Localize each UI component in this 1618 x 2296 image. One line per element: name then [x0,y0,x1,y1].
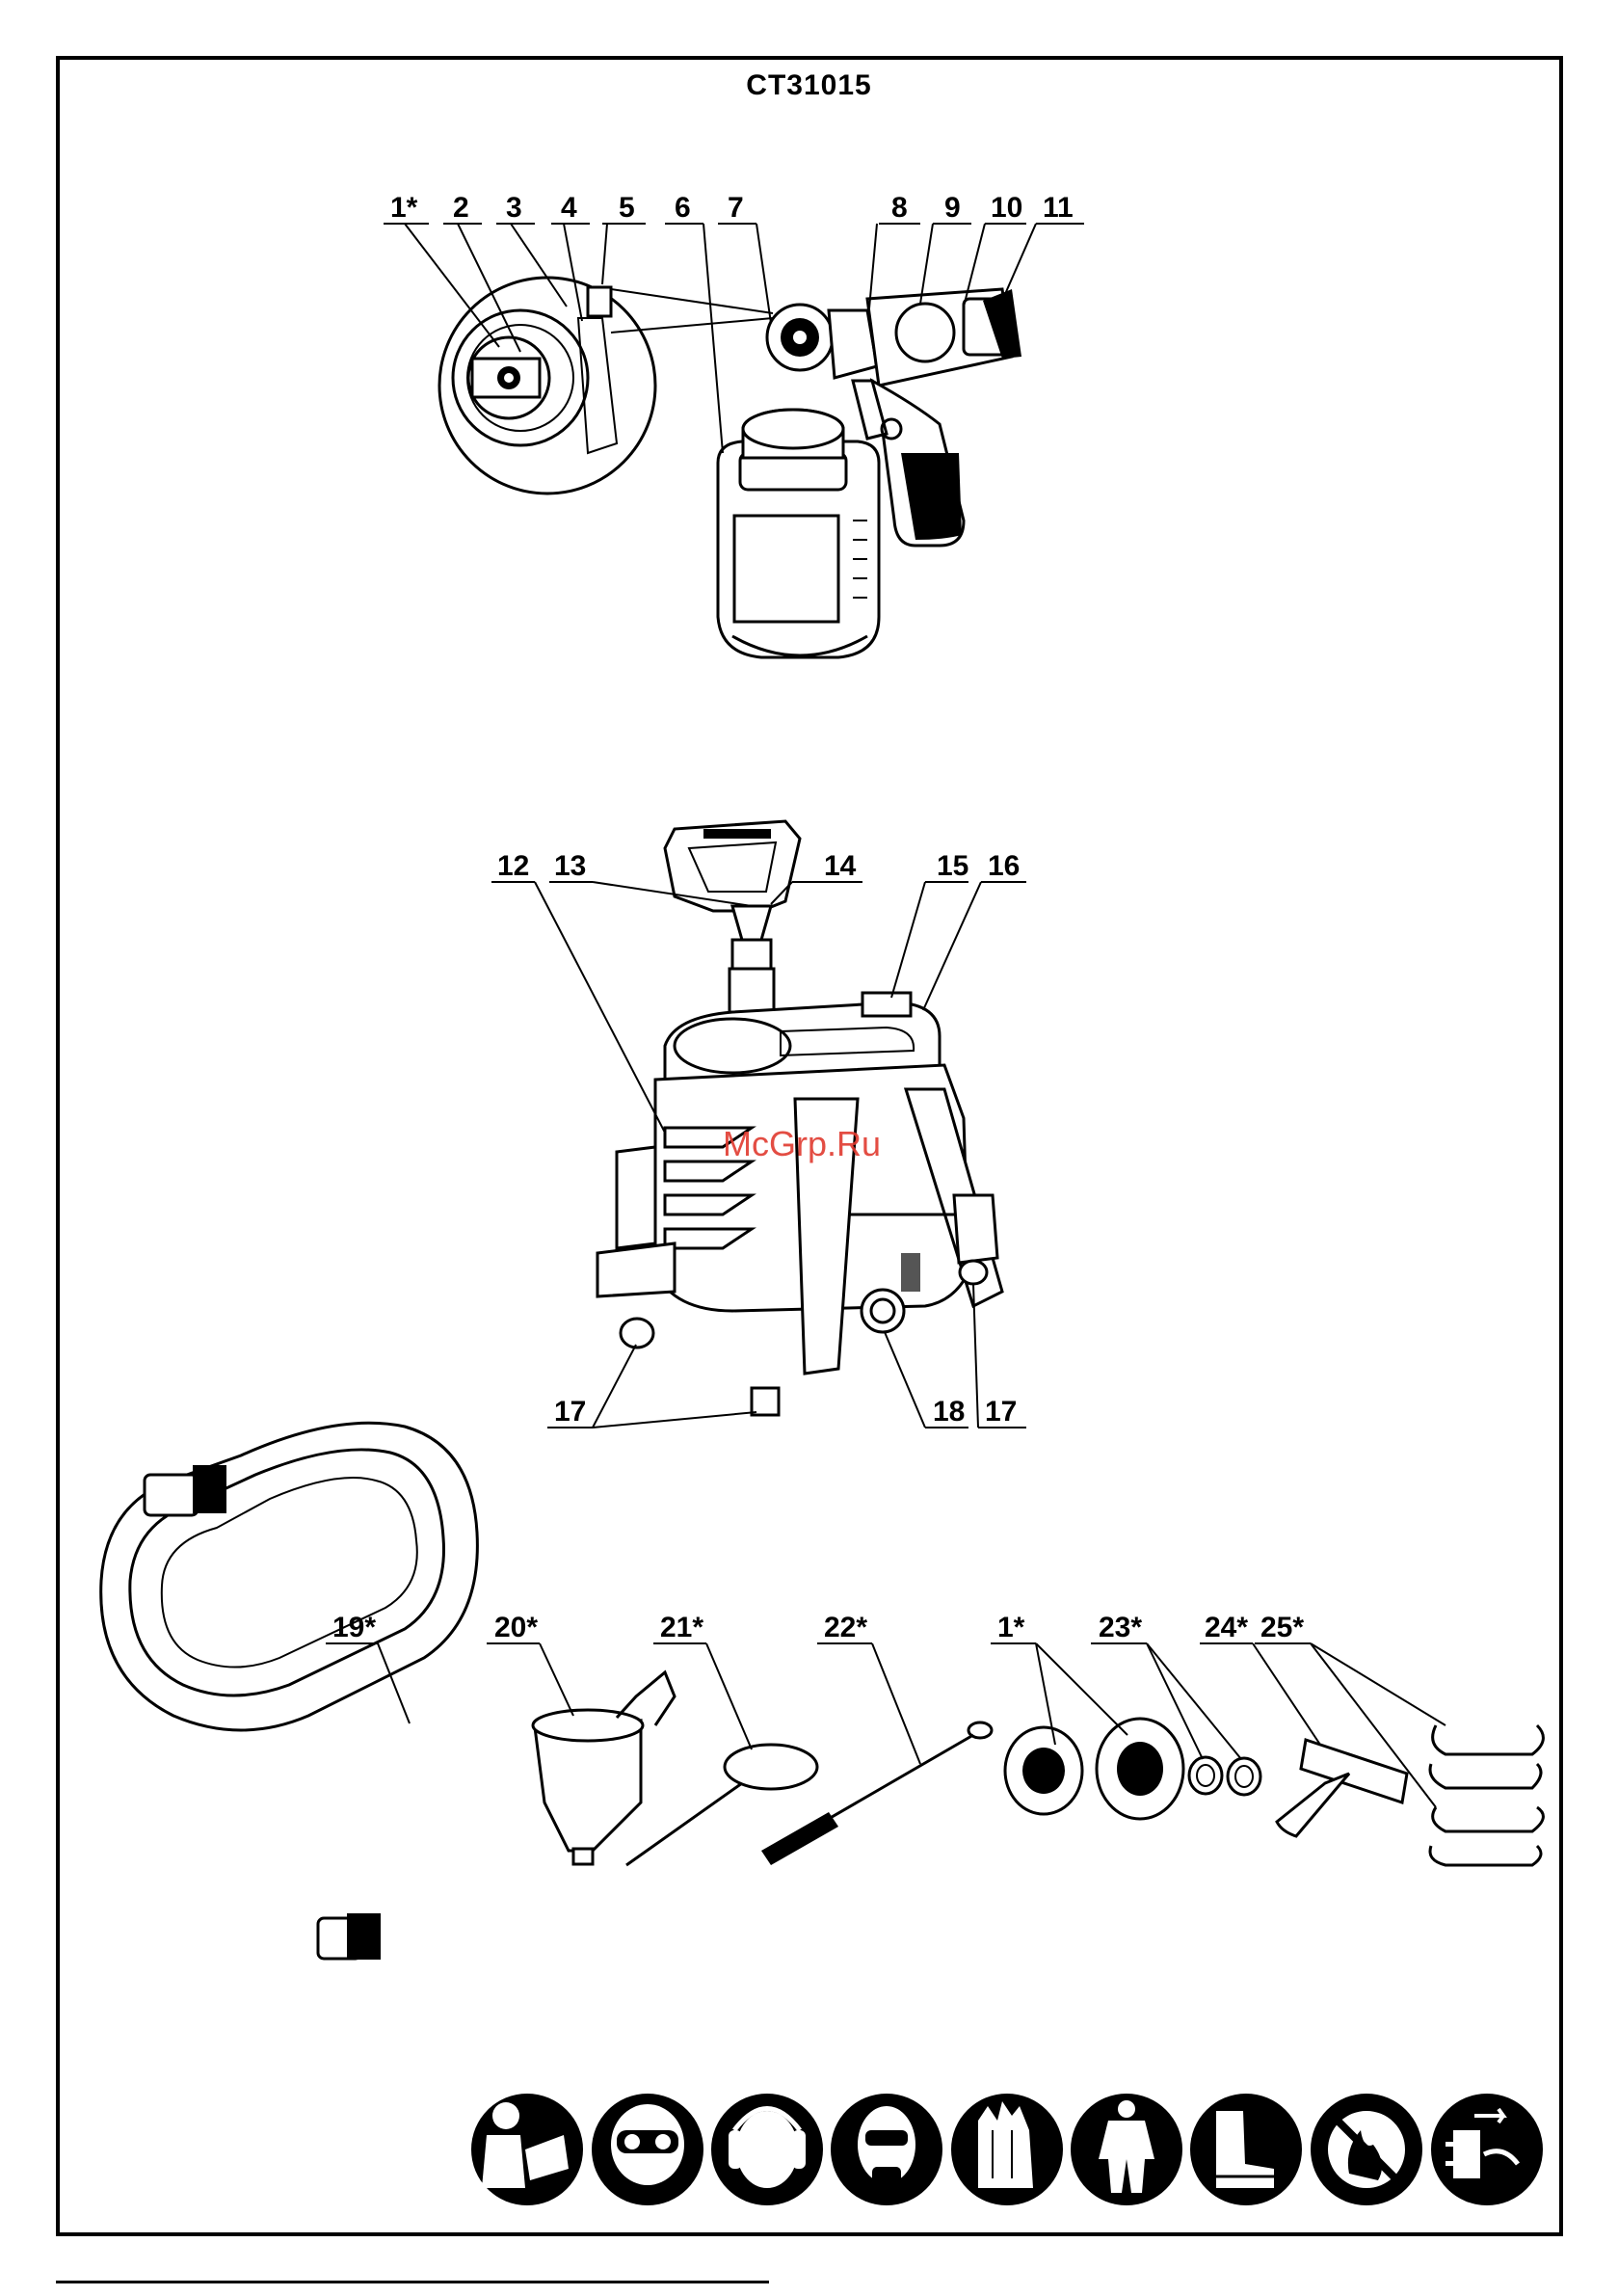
callout-17-right: 17 [985,1396,1017,1428]
callout-3: 3 [506,192,522,224]
callout-24: 24* [1205,1612,1248,1643]
nozzle-wrench [1277,1740,1407,1836]
footer-rule [56,2281,769,2283]
safety-icons-row [471,2094,1543,2205]
accessories [101,1423,1544,1960]
gloves-icon [951,2094,1063,2205]
callout-10: 10 [991,192,1022,224]
callout-18: 18 [933,1396,965,1428]
callout-9: 9 [944,192,961,224]
callout-21: 21* [660,1612,703,1643]
callout-8: 8 [891,192,908,224]
hose [101,1423,478,1960]
callout-12: 12 [497,850,529,882]
callout-1: 1* [390,192,418,224]
callout-25: 25* [1260,1612,1304,1643]
cleaning-brush [761,1722,992,1865]
callout-16: 16 [988,850,1020,882]
protective-suit-icon [1071,2094,1182,2205]
hose-clips [1430,1725,1543,1865]
callout-14: 14 [824,850,857,882]
callout-19: 19* [332,1612,376,1643]
callout-4: 4 [561,192,577,224]
read-manual-icon [471,2094,583,2205]
o-rings [1189,1757,1260,1795]
callout-20: 20* [494,1612,538,1643]
respirator-icon [831,2094,942,2205]
safety-boots-icon [1190,2094,1302,2205]
funnel-cup [533,1672,675,1864]
unplug-before-service-icon [1431,2094,1543,2205]
callout-7: 7 [728,192,744,224]
callout-6: 6 [675,192,691,224]
callout-15: 15 [937,850,968,882]
callout-11: 11 [1043,192,1074,224]
callout-2: 2 [453,192,469,224]
watermark-text: McGrp.Ru [723,1124,881,1164]
no-open-flame-icon [1311,2094,1422,2205]
callout-23: 23* [1099,1612,1142,1643]
spray-gun-assembly [439,278,1021,657]
ear-protection-icon [711,2094,823,2205]
paint-container [718,410,879,657]
callout-13: 13 [554,850,586,882]
callout-5: 5 [619,192,635,224]
callout-1-spare: 1* [997,1612,1025,1643]
safety-goggles-icon [592,2094,703,2205]
spare-nozzles [1005,1719,1183,1819]
callout-17-left: 17 [554,1396,586,1428]
callout-22: 22* [824,1612,867,1643]
